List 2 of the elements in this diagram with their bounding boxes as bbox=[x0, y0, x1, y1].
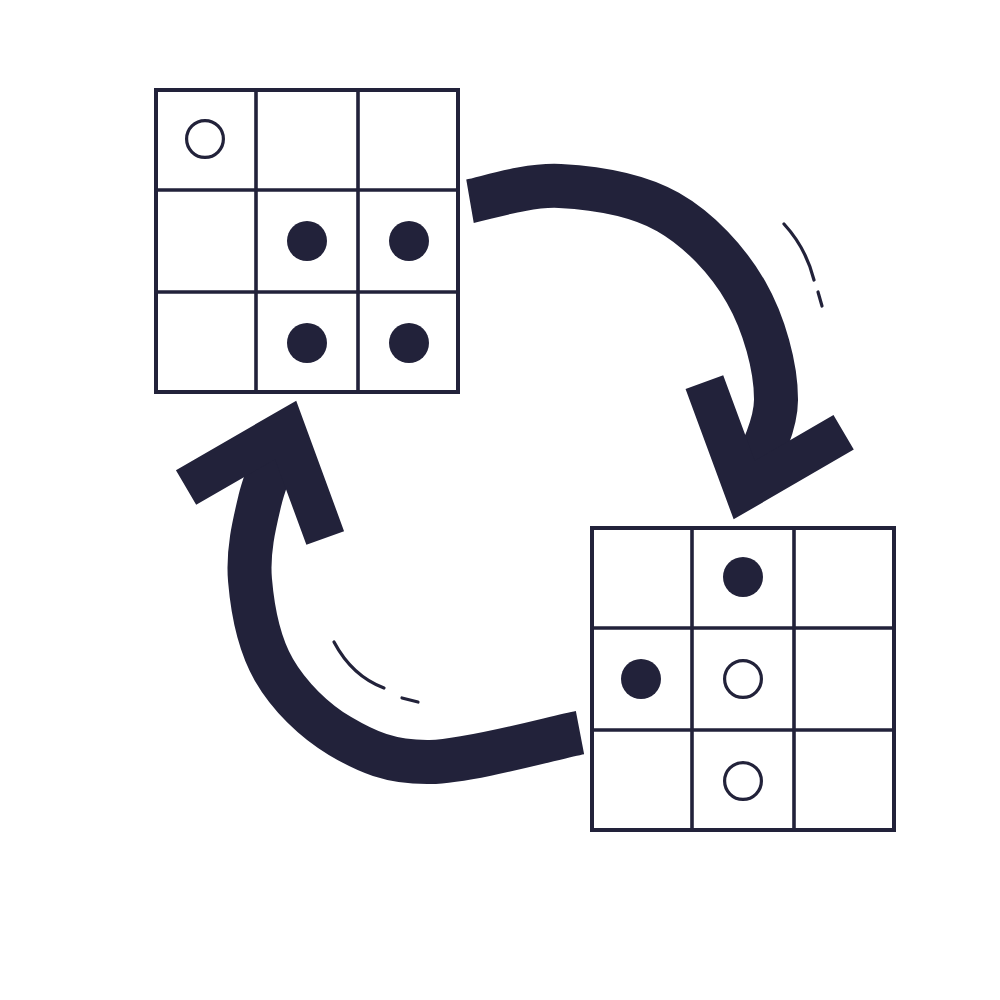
dot-grid bbox=[590, 526, 896, 832]
dot-grid bbox=[154, 88, 460, 394]
